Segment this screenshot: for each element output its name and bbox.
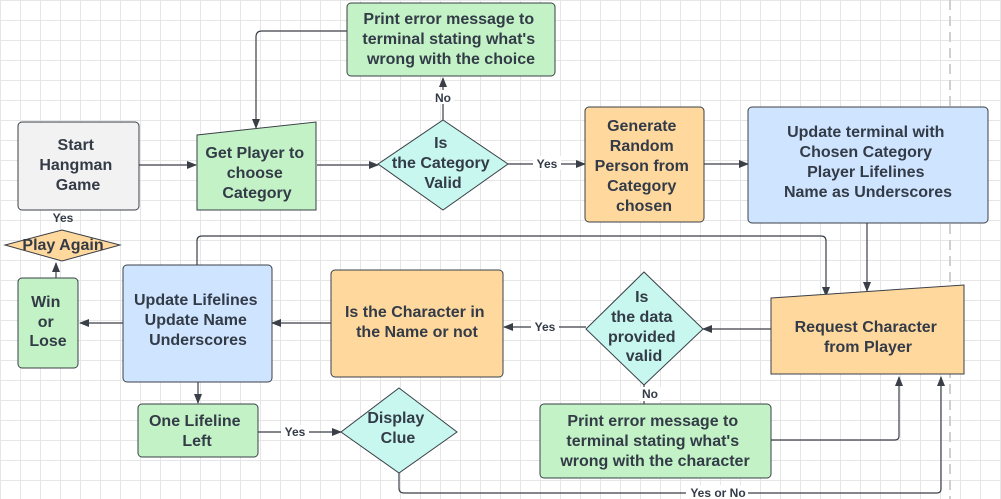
- start-node: [17, 121, 140, 211]
- update-terminal-node: [747, 106, 989, 224]
- generate-person-node: [584, 106, 705, 223]
- edge-character-error-to-request: [771, 376, 903, 441]
- win-lose-node: [17, 277, 79, 369]
- category-no-label: No: [435, 91, 451, 105]
- update-lifelines-node: [122, 264, 273, 383]
- data-valid-label: Is the data provided valid: [608, 289, 680, 365]
- one-lifeline-node: [137, 403, 259, 458]
- edge-update-lifelines-loop-to-request: [196, 235, 830, 297]
- character-error-label: Print error message to terminal stating …: [559, 413, 749, 470]
- category-valid-label: Is the Category Valid: [392, 135, 494, 192]
- data-valid-decision: [585, 271, 704, 386]
- update-lifelines-label: Update Lifelines Update Name Underscores: [134, 292, 262, 349]
- edge-clue-loop-to-request: [398, 376, 945, 494]
- lifeline-yes-label-bg: [281, 425, 309, 439]
- play-again-yes-label: Yes: [53, 211, 74, 225]
- category-no-label-bg: [432, 90, 454, 104]
- edge-category-error-to-get-category: [252, 30, 347, 129]
- in-name-label: Is the Character in the Name or not: [345, 304, 489, 341]
- generate-person-label: Generate Random Person from Category cho…: [595, 118, 694, 215]
- category-yes-label-bg: [533, 156, 561, 170]
- one-lifeline-label: One Lifeline Left: [149, 413, 245, 450]
- data-no-label-bg: [639, 387, 661, 401]
- win-lose-label: Win or Lose: [29, 294, 66, 350]
- category-error-label: Print error message to terminal stating …: [362, 11, 539, 68]
- category-error-node: [346, 2, 556, 77]
- clue-loop-label: Yes or No: [690, 486, 745, 499]
- display-clue-decision: [340, 387, 458, 474]
- request-character-label: Request Character from Player: [795, 319, 942, 356]
- play-again-label: Play Again: [22, 237, 103, 254]
- clue-loop-label-bg: [686, 485, 748, 499]
- data-no-label: No: [642, 387, 658, 401]
- category-yes-label: Yes: [537, 157, 558, 171]
- data-yes-label: Yes: [535, 320, 556, 334]
- in-name-node: [330, 269, 504, 378]
- get-category-label: Get Player to choose Category: [205, 145, 308, 202]
- request-character-node: [770, 284, 965, 375]
- character-error-node: [539, 403, 772, 479]
- lifeline-yes-label: Yes: [285, 425, 306, 439]
- update-terminal-label: Update terminal with Chosen Category Pla…: [784, 124, 952, 201]
- display-clue-label: Display Clue: [367, 410, 428, 447]
- start-node-label: Start Hangman Game: [39, 137, 116, 194]
- data-yes-label-bg: [531, 320, 559, 334]
- category-valid-decision: [377, 119, 509, 211]
- play-again-decision: [3, 229, 122, 262]
- get-category-node: [196, 121, 317, 211]
